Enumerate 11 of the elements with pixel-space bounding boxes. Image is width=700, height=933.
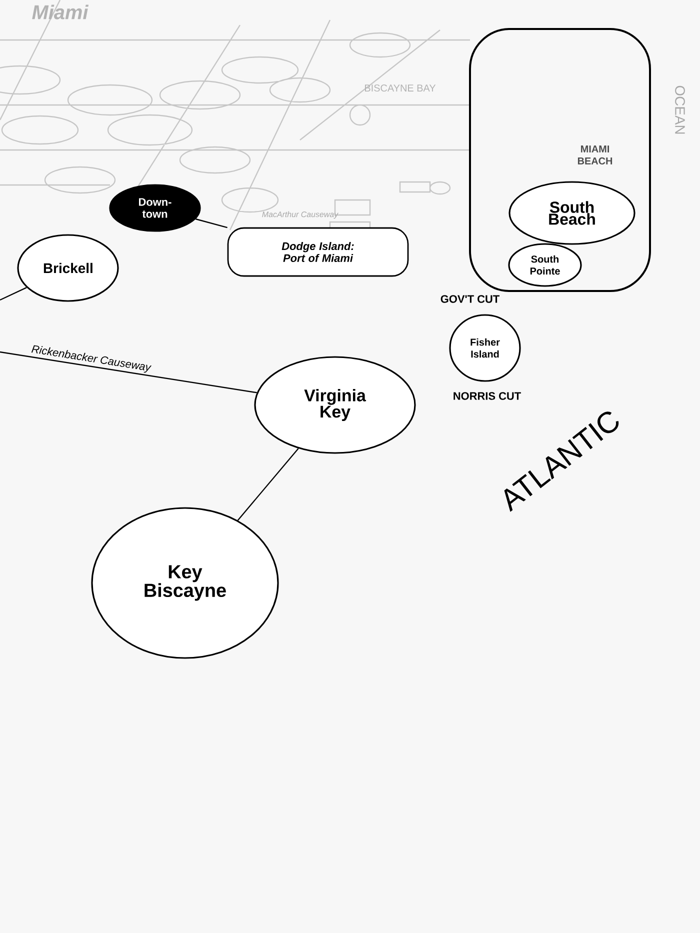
map-title: Miami bbox=[32, 4, 89, 20]
water-label: BISCAYNE BAY bbox=[365, 84, 436, 92]
ocean-label: OCEAN bbox=[675, 86, 685, 134]
place-box: Dodge Island: Port of Miami bbox=[227, 227, 409, 277]
channel-label: GOV'T CUT bbox=[440, 295, 500, 303]
connector-line bbox=[0, 351, 257, 394]
connector-line bbox=[0, 286, 27, 301]
connector-line bbox=[195, 218, 228, 228]
edge-label: Rickenbacker Causeway bbox=[30, 343, 153, 375]
connector-line bbox=[237, 448, 299, 521]
channel-label: NORRIS CUT bbox=[454, 392, 521, 400]
